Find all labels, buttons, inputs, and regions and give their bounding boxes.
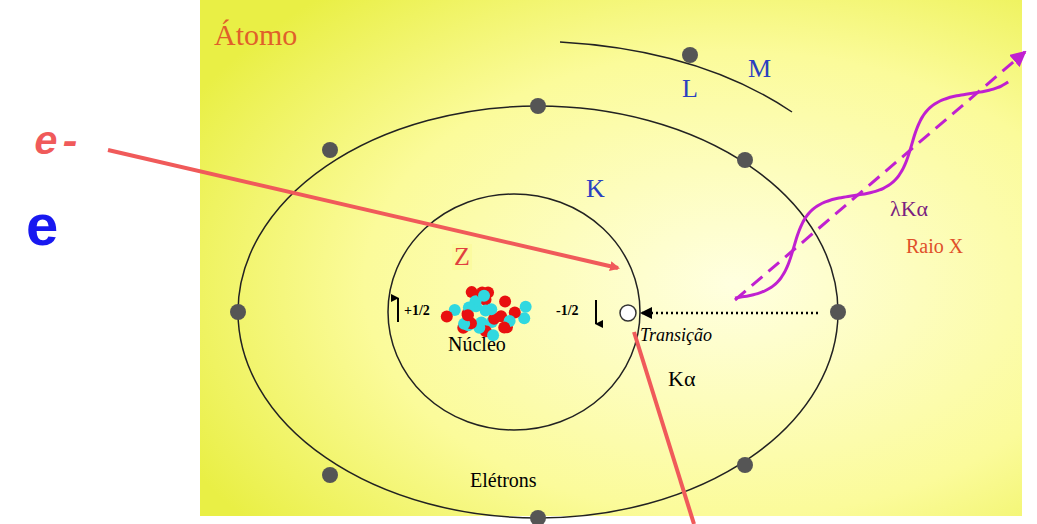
nucleon [480,304,492,316]
electron-dot [530,98,546,114]
transition-label: Transição [640,326,712,344]
spin-label: +1/2 [404,304,430,318]
vacancy [620,305,636,321]
nucleus-label: Núcleo [448,334,506,354]
nucleon [462,309,474,321]
x-ray-label: Raio X [906,236,963,256]
electron-label: e- [34,124,82,164]
electron-dot [830,304,846,320]
nucleon [441,310,453,322]
electron-dot [530,510,546,524]
atomic-number: Z [452,244,472,270]
incident-electron-arrow [108,150,618,268]
nucleon [499,296,511,308]
nucleon [498,322,510,334]
wavelength-label: λKα [890,198,928,220]
shell-label: K [586,176,605,202]
title-label: Átomo [214,20,297,50]
electrons-label: Elétrons [470,470,537,490]
electron-dot [737,457,753,473]
shell-label: L [682,76,698,102]
transition-arrow [642,312,818,315]
electron-dot [322,142,338,158]
shell-m-arc [560,42,792,112]
spin-up-arrow [397,298,399,322]
spin-label: -1/2 [556,304,579,318]
ejected-electron-line [634,332,694,524]
x-ray-direction [735,52,1025,300]
panel-ground [200,0,1022,516]
shell-k [388,194,640,430]
electron-dot [682,47,698,63]
spin-down-arrow [595,300,597,324]
cut-text: e [26,196,58,254]
line-label: Kα [668,368,695,390]
shell-label: M [748,56,771,82]
electron-dot [737,152,753,168]
electron-dots [230,98,846,524]
nucleon [520,301,532,313]
electron-dot [230,304,246,320]
shell-l [238,106,838,518]
electron-dot [322,467,338,483]
nucleon [478,290,490,302]
